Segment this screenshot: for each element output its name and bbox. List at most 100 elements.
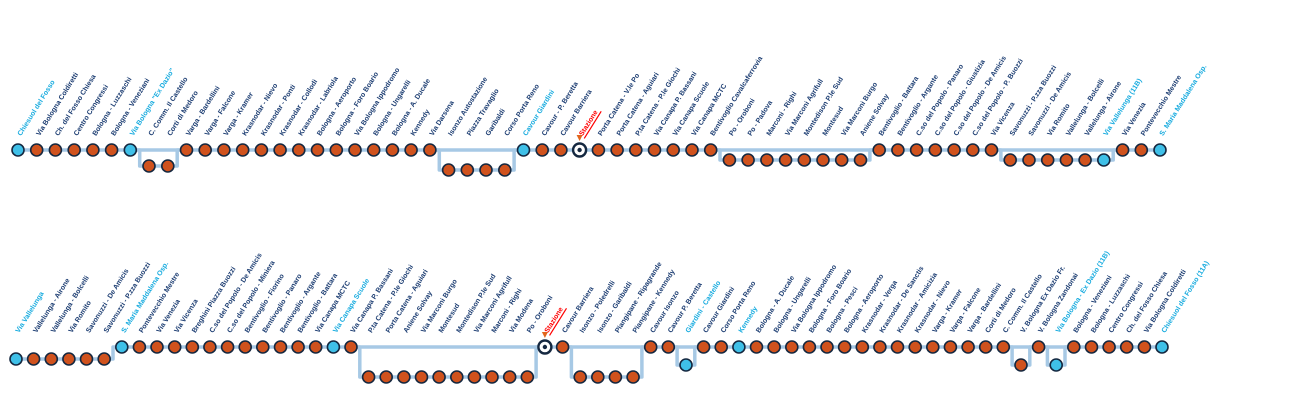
stop-label: Krasnodar - Ponti [260,84,297,138]
stop-marker [449,370,464,384]
stop-marker [254,143,269,157]
stop-marker [161,159,175,173]
stop-marker [661,340,676,354]
station-label-underline [583,111,602,139]
stop-marker [820,340,834,354]
stop-marker [520,370,535,384]
stop-label: Varga - Bardellini [185,85,221,137]
stop-marker [142,159,156,173]
stop-marker [696,340,711,354]
terminal-stop-marker [9,352,23,366]
stop-marker [1084,340,1099,354]
stop-marker [855,340,870,354]
stop-label-group: Krasnodar - Nievo [242,83,280,138]
stop-marker [837,340,852,354]
stop-marker [167,340,182,354]
stop-marker [1119,340,1134,354]
stop-marker [308,340,323,354]
stop-marker [984,143,999,157]
stop-marker [760,153,774,167]
stop-marker [1115,143,1130,157]
stop-marker [535,143,550,157]
stop-marker [104,143,119,157]
stop-marker [778,153,793,167]
stop-label-group: Centro Congressi [73,84,110,138]
stop-marker [834,153,849,167]
station-arrow-icon [541,332,548,338]
stop-marker [925,340,940,354]
stop-marker [1003,153,1018,167]
stop-label: Corso Porta Reno [504,83,541,137]
stop-marker [816,153,830,167]
stop-marker [62,352,76,366]
terminal-stop-marker [326,340,341,354]
stop-marker [928,143,943,157]
stop-marker [628,143,643,157]
stop-marker [703,143,718,157]
stop-marker [643,340,658,354]
stop-marker [965,143,980,157]
stop-marker [479,163,493,177]
stop-marker [749,340,764,354]
stop-marker [344,340,358,354]
stop-marker [404,143,418,157]
terminal-stop-marker [1049,358,1063,372]
stop-marker [44,352,59,366]
stop-marker [361,370,376,384]
terminal-stop-marker [123,143,138,157]
stop-marker [1040,153,1055,167]
stop-marker [67,143,81,157]
stop-marker [86,143,100,157]
stop-marker [1078,153,1092,167]
stop-marker [947,143,961,157]
station-marker-dot [542,344,548,350]
stop-label: Krasnodar - Nievo [242,83,280,138]
stop-label-group: Varga - Bardellini [185,85,221,137]
stop-marker [853,153,868,167]
stop-marker [741,153,755,167]
stop-marker [996,340,1011,354]
terminal-stop-marker [516,143,531,157]
stop-marker [873,340,887,354]
stop-marker [379,370,394,384]
stop-marker [198,143,212,157]
terminal-stop-marker [679,358,693,372]
stop-marker [255,340,270,354]
stop-marker [802,340,817,354]
stop-marker [722,153,737,167]
stop-marker [1102,340,1116,354]
stop-marker [555,340,570,354]
terminal-stop-marker [115,340,129,354]
terminal-stop-marker [11,143,25,157]
stop-marker [203,340,217,354]
stop-marker [385,143,400,157]
stop-marker [961,340,975,354]
stop-marker [79,352,94,366]
stop-marker [573,370,588,384]
stop-marker [291,340,305,354]
stop-marker [1031,340,1046,354]
stop-marker [441,163,456,177]
terminal-stop-marker [732,340,746,354]
stop-marker [273,143,287,157]
stop-marker [626,370,640,384]
stop-marker [714,340,729,354]
stop-label: Cavour Barriera [561,286,595,335]
stop-marker [610,143,624,157]
stop-marker [460,163,475,177]
stop-marker [97,352,111,366]
terminal-stop-marker [1153,143,1167,157]
stop-marker [26,352,41,366]
stop-marker [132,340,147,354]
terminal-stop-marker [1097,153,1111,167]
stop-marker [150,340,164,354]
stop-marker [29,143,44,157]
stop-marker [978,340,993,354]
stop-marker [608,370,623,384]
stop-label-group: Krasnodar - Ponti [260,84,297,138]
stop-marker [647,143,662,157]
stop-marker [797,153,812,167]
stop-marker [291,143,306,157]
stop-marker [872,143,887,157]
